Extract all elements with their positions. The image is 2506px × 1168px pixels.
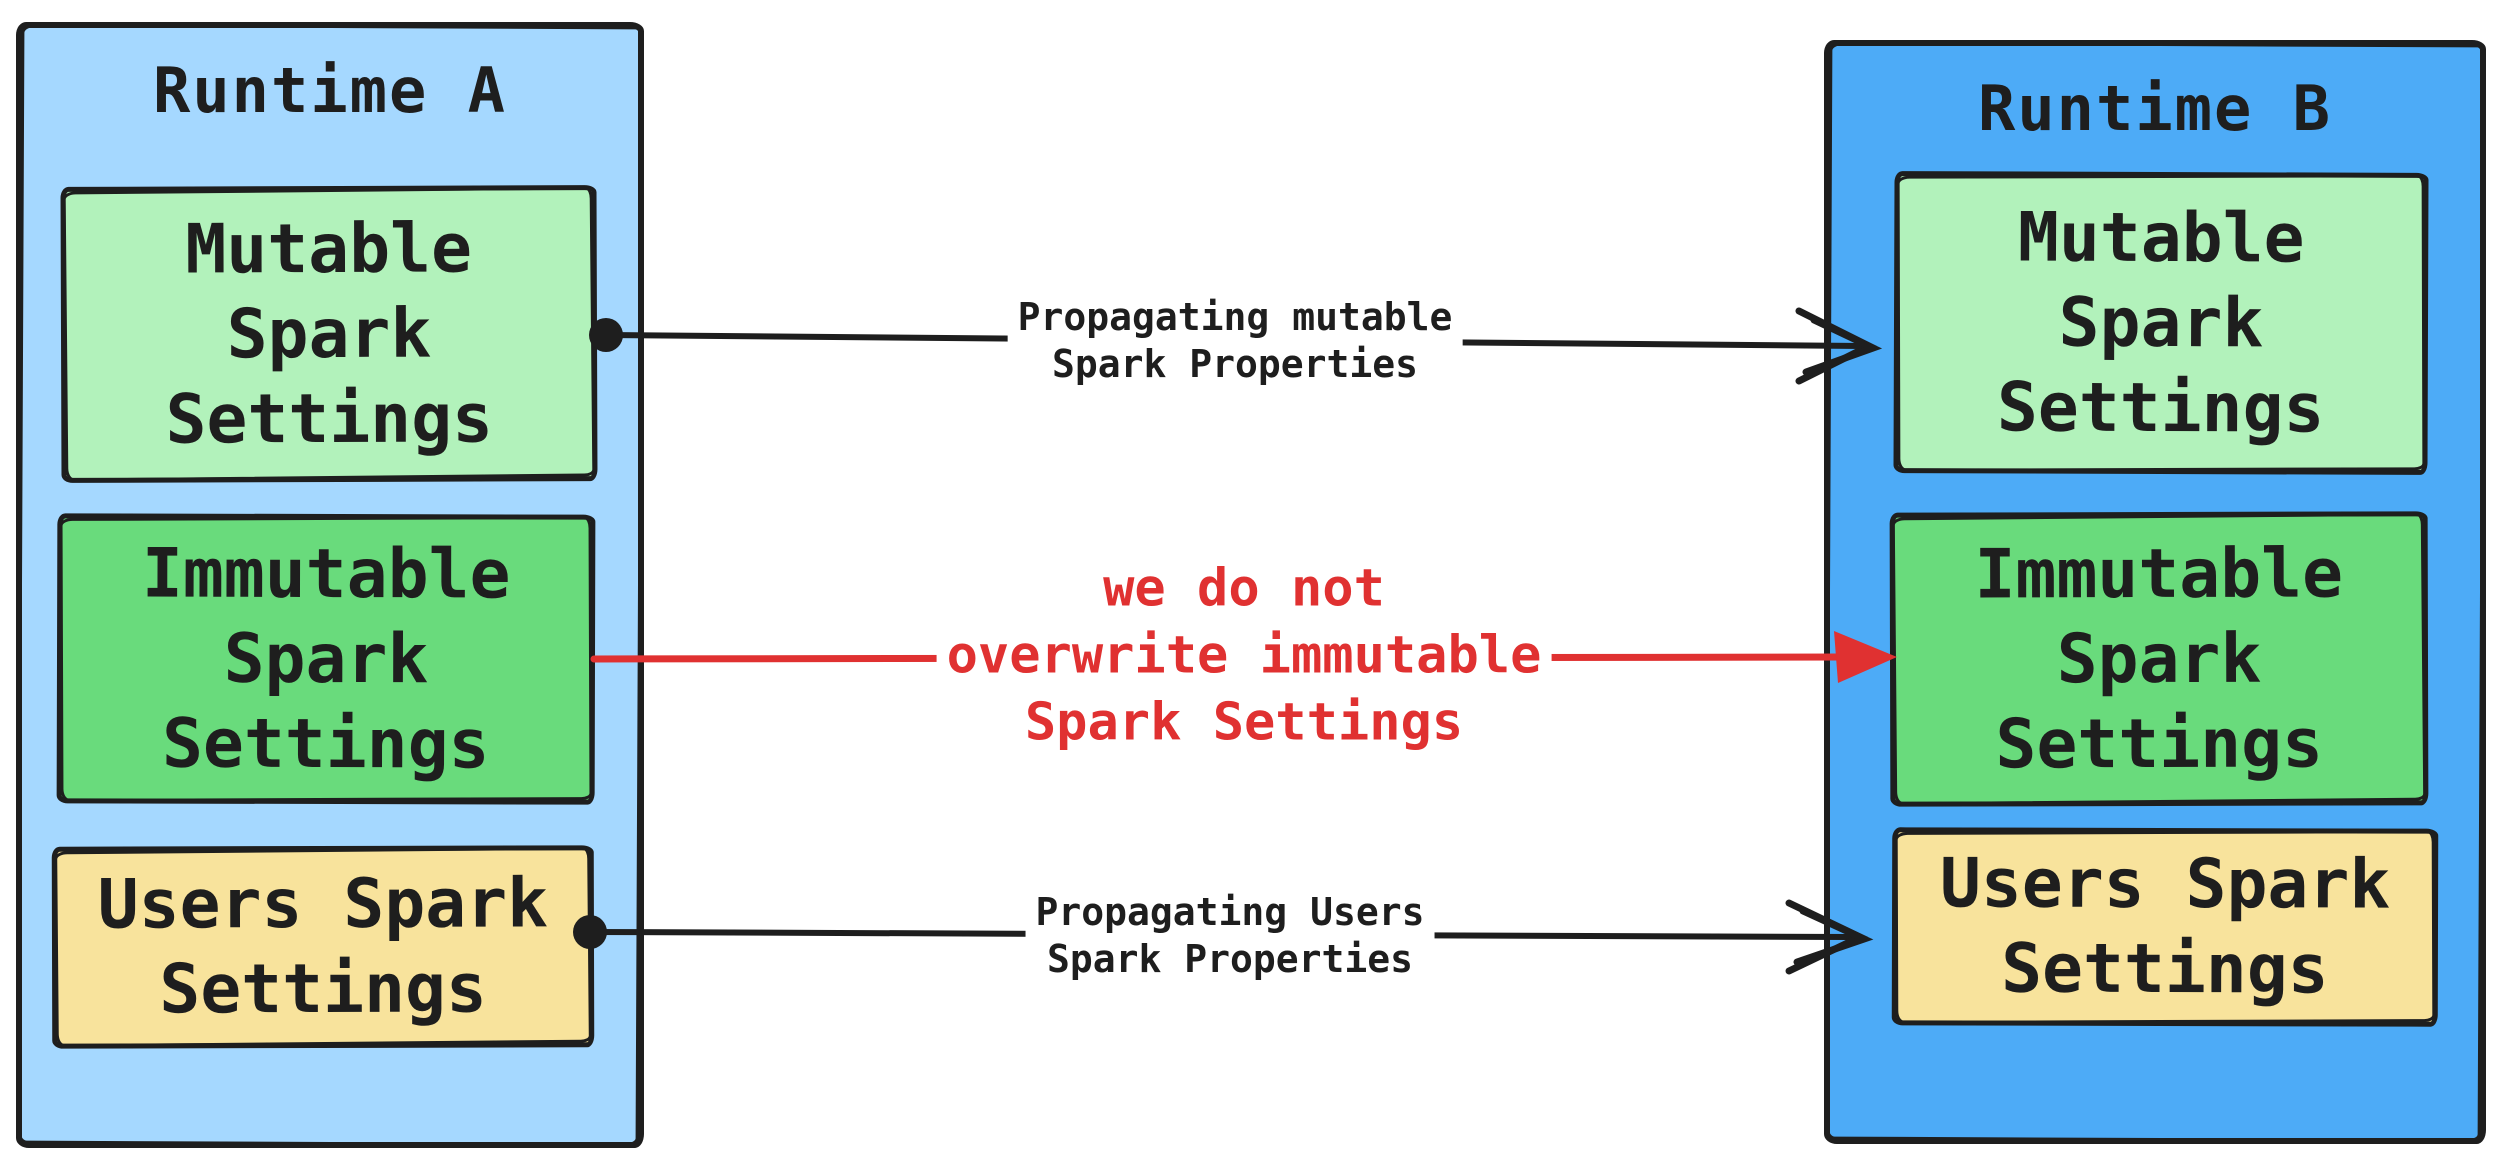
runtime-a-mutable-spark-settings-box: Mutable Spark Settings bbox=[60, 185, 598, 483]
box-label-line: Spark bbox=[2058, 283, 2264, 363]
runtime-b-immutable-spark-settings-box: Immutable Spark Settings bbox=[1889, 511, 2429, 807]
arrow-label-no-overwrite-immutable: we do not overwrite immutable Spark Sett… bbox=[936, 553, 1552, 759]
box-label-line: Mutable bbox=[2017, 198, 2305, 279]
box-label-line: Immutable bbox=[141, 534, 511, 614]
runtime-a-users-spark-settings-box: Users Spark Settings bbox=[51, 845, 595, 1049]
runtime-a-title: Runtime A bbox=[153, 54, 507, 127]
runtime-b-users-spark-settings-box: Users Spark Settings bbox=[1891, 827, 2439, 1027]
runtime-a-container: Runtime A Mutable Spark Settings Immutab… bbox=[16, 22, 644, 1148]
arrow-label-propagating-mutable: Propagating mutable Spark Properties bbox=[1007, 292, 1463, 390]
runtime-b-mutable-spark-settings-box: Mutable Spark Settings bbox=[1893, 171, 2429, 475]
arrow-label-line: Spark Properties bbox=[1046, 937, 1414, 981]
arrow-label-line: Propagating mutable bbox=[1017, 295, 1453, 339]
arrow-label-line: Propagating Users bbox=[1035, 890, 1425, 934]
box-label-line: Users Spark bbox=[97, 864, 549, 945]
runtime-b-container: Runtime B Mutable Spark Settings Immutab… bbox=[1824, 40, 2486, 1144]
box-label-line: Immutable bbox=[1974, 534, 2344, 614]
box-label-line: Settings bbox=[165, 378, 494, 460]
box-label-line: Spark bbox=[223, 619, 429, 699]
box-label-line: Spark bbox=[2056, 619, 2262, 699]
box-label-line: Settings bbox=[1996, 367, 2325, 449]
box-label-line: Spark bbox=[226, 294, 432, 374]
arrow-label-line: Spark Settings bbox=[1024, 692, 1464, 753]
box-label-line: Settings bbox=[159, 949, 487, 1030]
box-label-line: Settings bbox=[1995, 704, 2324, 784]
runtime-b-title: Runtime B bbox=[1978, 72, 2332, 145]
runtime-a-immutable-spark-settings-box: Immutable Spark Settings bbox=[56, 513, 596, 805]
box-label-line: Settings bbox=[161, 704, 490, 784]
box-label-line: Users Spark bbox=[1939, 844, 2391, 925]
arrow-label-propagating-users: Propagating Users Spark Properties bbox=[1025, 887, 1435, 985]
arrow-label-line: we do not bbox=[1103, 558, 1385, 619]
box-label-line: Mutable bbox=[185, 209, 473, 290]
box-label-line: Settings bbox=[2001, 929, 2329, 1010]
arrow-label-line: overwrite immutable bbox=[946, 625, 1542, 686]
arrow-label-line: Spark Properties bbox=[1051, 342, 1419, 386]
